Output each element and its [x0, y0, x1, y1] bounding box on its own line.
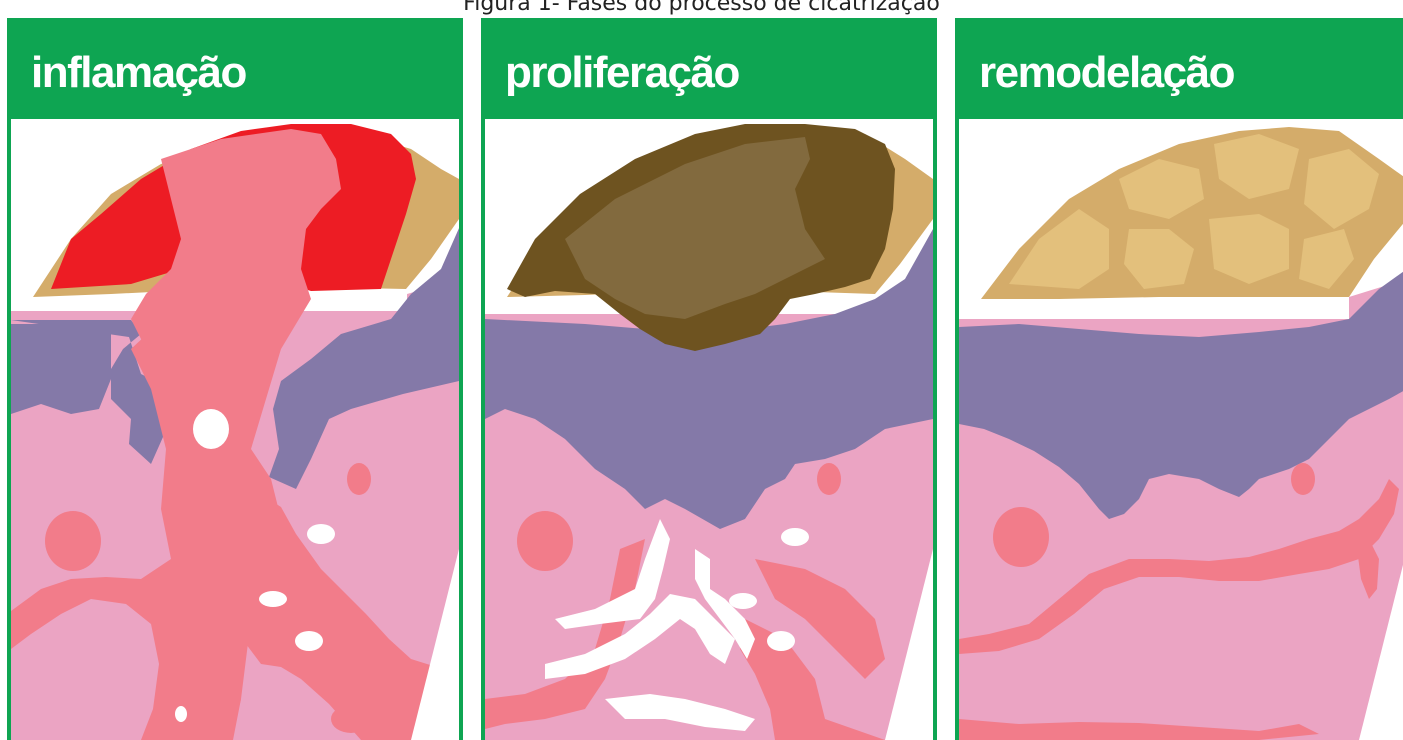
cell-white — [729, 593, 757, 609]
vessel-node — [993, 507, 1049, 567]
panel-header: remodelação — [955, 18, 1403, 116]
panel-remodeling: remodelação — [955, 18, 1403, 740]
cell-white — [767, 631, 795, 651]
cell-white — [781, 528, 809, 546]
illustration-remodeling — [959, 119, 1403, 740]
vessel-node — [517, 511, 573, 571]
cell-white — [259, 591, 287, 607]
vessel-node — [1291, 463, 1315, 495]
illustration-inflammation — [11, 119, 459, 740]
epidermis-left — [11, 324, 111, 414]
cell-white — [193, 409, 229, 449]
vessel-node — [817, 463, 841, 495]
figure-caption: Figura 1- Fases do processo de cicatriza… — [0, 0, 1403, 17]
panel-title-inflammation: inflamação — [31, 48, 246, 98]
illustration-proliferation — [485, 119, 933, 740]
panel-title-remodeling: remodelação — [979, 48, 1234, 98]
cell-white — [307, 524, 335, 544]
panel-inflammation: inflamação — [7, 18, 463, 740]
panel-header: inflamação — [7, 18, 463, 116]
vessel-node — [331, 705, 371, 733]
panel-proliferation: proliferação — [481, 18, 937, 740]
panel-title-proliferation: proliferação — [505, 48, 739, 98]
vessel-node — [347, 463, 371, 495]
vessel-node — [45, 511, 101, 571]
cell-white — [175, 706, 187, 722]
panel-header: proliferação — [481, 18, 937, 116]
cell-white — [295, 631, 323, 651]
